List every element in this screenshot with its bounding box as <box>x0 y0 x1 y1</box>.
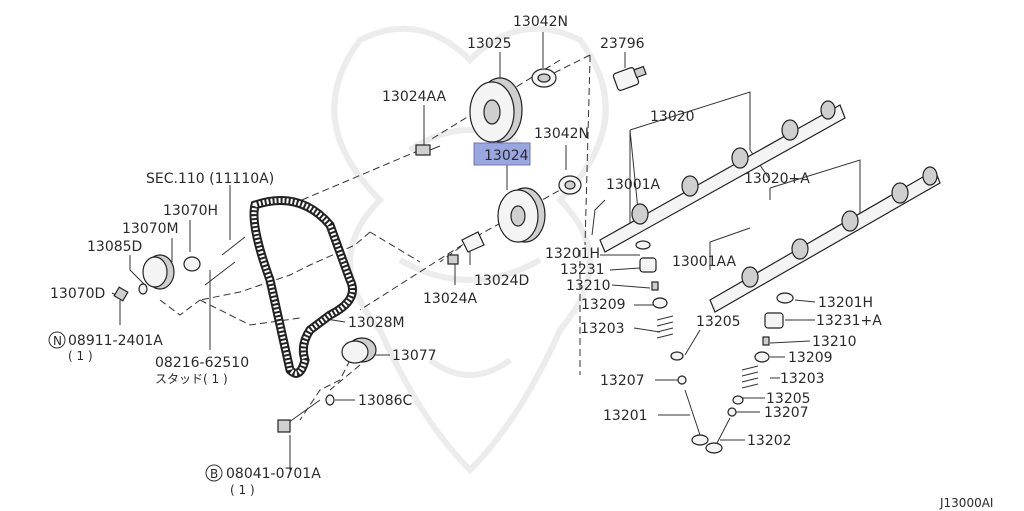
label-13209-right[interactable]: 13209 <box>788 350 833 366</box>
washer-13085d[interactable] <box>138 283 148 295</box>
diagram-id: J13000AI <box>939 496 993 510</box>
label-13025[interactable]: 13025 <box>467 36 512 52</box>
label-13028m[interactable]: 13028M <box>348 315 405 331</box>
label-stud: スタッド( 1 ) <box>155 372 228 386</box>
seal-13207-right[interactable] <box>727 407 737 417</box>
label-13086c[interactable]: 13086C <box>358 393 413 409</box>
stud-08216[interactable] <box>204 261 236 286</box>
highlight-13024[interactable] <box>473 142 531 166</box>
keeper-13210-left[interactable] <box>651 281 659 291</box>
label-13210-right[interactable]: 13210 <box>812 334 857 350</box>
lifter-13231[interactable] <box>639 257 657 273</box>
retainer-13209-right[interactable] <box>754 351 770 363</box>
shim-13201h-right[interactable] <box>776 292 794 304</box>
watermark-emblem <box>331 25 609 475</box>
label-13231[interactable]: 13231 <box>560 262 605 278</box>
label-13070m[interactable]: 13070M <box>122 221 179 237</box>
label-13203-left[interactable]: 13203 <box>580 321 625 337</box>
label-qty-n: ( 1 ) <box>68 349 93 363</box>
oil-seal-13042n-top[interactable] <box>531 68 557 88</box>
label-13042n-mid[interactable]: 13042N <box>534 126 589 142</box>
label-13024a[interactable]: 13024A <box>423 291 478 307</box>
label-13207-right[interactable]: 13207 <box>764 405 809 421</box>
sprocket-13024[interactable] <box>497 187 546 243</box>
bracket-13024d[interactable] <box>461 231 485 253</box>
camshaft-13020[interactable] <box>599 100 846 253</box>
spring-13203-left[interactable] <box>656 315 674 339</box>
seat-13205-right[interactable] <box>732 395 744 405</box>
part-labels: 13042N 13025 23796 13024AA 13020 13042N … <box>50 14 993 510</box>
b-symbol-circle: B <box>205 464 223 482</box>
spring-13203-right[interactable] <box>741 365 759 389</box>
washer-13086c[interactable] <box>325 394 335 406</box>
stud-sec110[interactable] <box>221 236 246 256</box>
timing-belt-13028m[interactable] <box>249 196 357 378</box>
label-13001a[interactable]: 13001A <box>606 177 661 193</box>
oil-seal-13042n-mid[interactable] <box>558 175 582 195</box>
seat-13205-left[interactable] <box>670 351 684 361</box>
n-symbol-circle: N <box>48 331 66 349</box>
keeper-13210-right[interactable] <box>762 336 770 346</box>
label-13020a[interactable]: 13020+A <box>744 171 810 187</box>
leader-lines <box>111 32 861 470</box>
camshaft-13020a[interactable] <box>709 166 941 313</box>
label-13024d[interactable]: 13024D <box>474 273 529 289</box>
nut-13070d[interactable] <box>113 286 129 302</box>
label-13024[interactable]: 13024 <box>484 148 529 164</box>
label-08041[interactable]: 08041-0701A <box>226 466 321 482</box>
label-qty-b: ( 1 ) <box>230 483 255 497</box>
shim-13201h-left[interactable] <box>635 240 651 250</box>
tensioner-13070m[interactable] <box>142 254 175 290</box>
svg-text:B: B <box>210 467 218 481</box>
camshaft-sprocket-13025[interactable] <box>469 77 523 143</box>
label-13231a[interactable]: 13231+A <box>816 313 882 329</box>
label-13085d[interactable]: 13085D <box>87 239 142 255</box>
label-13202[interactable]: 13202 <box>747 433 792 449</box>
label-13203-right[interactable]: 13203 <box>780 371 825 387</box>
lifter-13231a[interactable] <box>764 312 784 329</box>
valve-13202[interactable] <box>705 417 731 454</box>
valve-13201[interactable] <box>684 389 709 446</box>
spring-13070h[interactable] <box>183 256 201 272</box>
label-13210-left[interactable]: 13210 <box>566 278 611 294</box>
bolt-13024a[interactable] <box>447 254 459 265</box>
retainer-13209-left[interactable] <box>652 297 668 309</box>
label-08216[interactable]: 08216-62510 <box>155 355 249 371</box>
label-13070h[interactable]: 13070H <box>163 203 218 219</box>
label-08911[interactable]: 08911-2401A <box>68 333 163 349</box>
seal-13207-left[interactable] <box>677 375 687 385</box>
sensor-23796[interactable] <box>612 65 647 92</box>
bolt-13024aa[interactable] <box>415 144 441 156</box>
label-13201[interactable]: 13201 <box>603 408 648 424</box>
label-13070d[interactable]: 13070D <box>50 286 105 302</box>
label-13042n-top[interactable]: 13042N <box>513 14 568 30</box>
label-13201h-right[interactable]: 13201H <box>818 295 873 311</box>
pulley-13077[interactable] <box>341 337 377 364</box>
label-13024aa[interactable]: 13024AA <box>382 89 447 105</box>
label-13205-left[interactable]: 13205 <box>696 314 741 330</box>
label-13207-left[interactable]: 13207 <box>600 373 645 389</box>
svg-text:N: N <box>53 334 62 348</box>
bolt-08041[interactable] <box>277 399 321 433</box>
label-23796[interactable]: 23796 <box>600 36 645 52</box>
label-13020[interactable]: 13020 <box>650 109 695 125</box>
label-13001aa[interactable]: 13001AA <box>672 254 737 270</box>
label-13077[interactable]: 13077 <box>392 348 437 364</box>
label-13209-left[interactable]: 13209 <box>581 297 626 313</box>
label-13205-right[interactable]: 13205 <box>766 391 811 407</box>
label-sec110[interactable]: SEC.110 (11110A) <box>146 171 274 187</box>
label-13201h-left[interactable]: 13201H <box>545 246 600 262</box>
